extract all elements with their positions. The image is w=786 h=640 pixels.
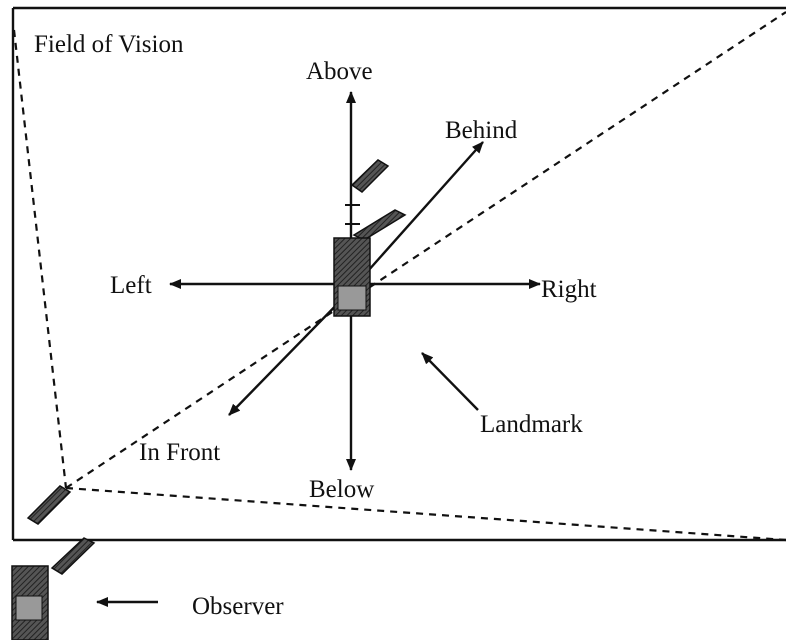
field-of-vision-label: Field of Vision [34,31,184,58]
landmark-label: Landmark [480,411,583,438]
right-label: Right [541,276,597,303]
in-front-label: In Front [139,439,220,466]
direction-axes [169,91,541,471]
field-of-vision-frame [11,6,786,542]
behind-label: Behind [445,117,518,144]
observer-figure [11,485,96,640]
landmark-figure [333,159,407,317]
above-label: Above [306,58,373,85]
left-label: Left [110,272,152,299]
landmark-pointer-arrow [421,352,479,411]
axis-front-arrow [228,289,352,416]
observer-label: Observer [192,593,284,620]
below-label: Below [309,476,374,503]
axis-behind-arrow [350,141,484,291]
vision-cone-lines [12,11,786,542]
